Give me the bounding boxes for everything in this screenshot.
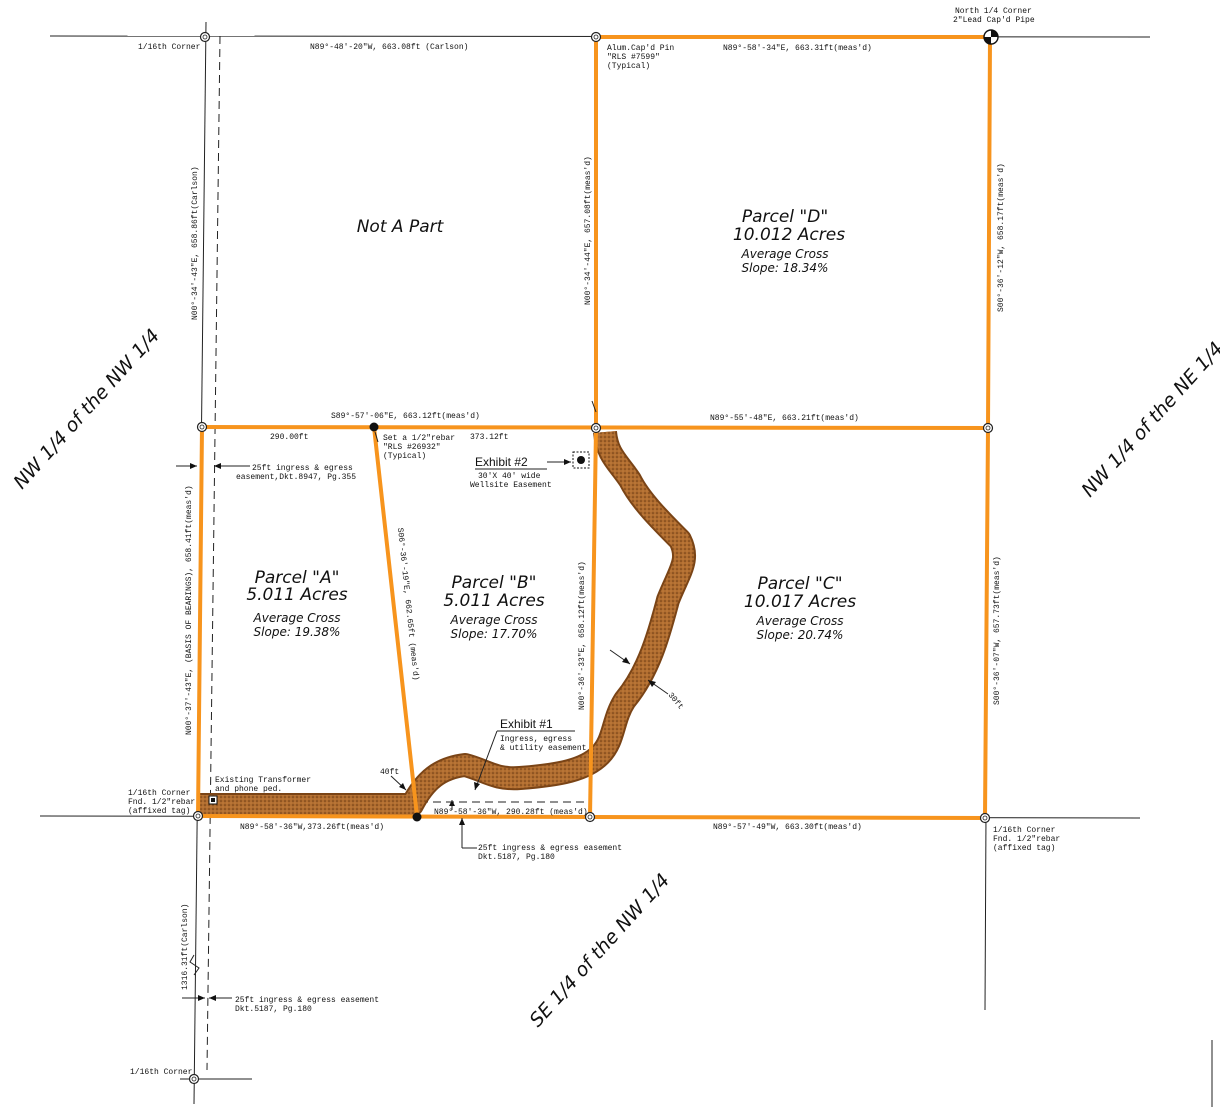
easement-west-1: 25ft ingress & egress [252,464,353,473]
bearing-top-right: N89°-58'-34"E, 663.31ft(meas'd) [723,44,872,53]
access-road-easement [198,430,696,817]
transformer-line-2: and phone ped. [215,785,282,794]
parcel-a-acres: 5.011 Acres [246,585,347,605]
transformer-line-1: Existing Transformer [215,776,311,785]
exhibit1-line-2: & utility easement [500,744,586,753]
parcel-c-acres: 10.017 Acres [744,592,856,612]
easement-labels: 25ft ingress & egress easement,Dkt.8947,… [215,455,685,1014]
bearing-center-lower: N00°-36'-33"E, 658.12ft(meas'd) [578,561,587,710]
bearing-bottom-left: N89°-58'-36"W,373.26ft(meas'd) [240,823,384,832]
bearing-mid-seg-a: 290.00ft [270,433,308,442]
label-alum-cap-3: (Typical) [607,62,650,71]
monument-south-center [584,811,596,823]
wellsite-marker [572,451,590,469]
monument-sw-sixteenth [192,810,204,822]
exhibit1-title: Exhibit #1 [500,717,553,731]
label-bottom-sixteenth: 1/16th Corner [130,1068,193,1077]
monument-bottom-sixteenth [188,1073,200,1085]
bearing-left-lower: N00°-37'-43"E, (BASIS OF BEARINGS), 658.… [185,485,194,735]
monument-north-quarter [983,29,999,45]
exhibit2-title: Exhibit #2 [475,455,528,469]
label-rebar-set-1: Set a 1/2"rebar [383,434,455,443]
parcel-d-slope-2: Slope: 18.34% [742,261,829,275]
monument-mid-center [590,422,602,434]
line-break-mark [189,954,200,976]
quarter-west: NW 1/4 of the NW 1/4 [9,325,164,493]
easement-south-2: Dkt.5187, Pg.180 [478,853,555,862]
monument-mid-east [982,422,994,434]
rebar-set-ab [369,422,379,432]
bearing-mid-seg-b: 373.12ft [470,433,508,442]
reference-lines [39,21,1213,1107]
not-a-part-label: Not A Part [357,217,445,237]
corner-labels: 1/16th Corner North 1/4 Corner 2"Lead Ca… [128,7,1060,1077]
label-sw-sixteenth-2: Fnd. 1/2"rebar [128,798,195,807]
monument-alum-cap [590,31,602,43]
label-north-quarter-2: 2"Lead Cap'd Pipe [953,16,1035,25]
bearing-mid-right: N89°-55'-48"E, 663.21ft(meas'd) [710,414,859,423]
leaders [176,400,669,1001]
transformer-marker [208,795,218,805]
parcel-b-slope-1: Average Cross [450,613,538,627]
parcel-d-slope-1: Average Cross [741,247,829,261]
bearing-mid-left: S89°-57'-06"E, 663.12ft(meas'd) [331,412,480,421]
monument-mid-west [196,421,208,433]
exhibit2-line-2: Wellsite Easement [470,481,552,490]
easement-bottom-1: 25ft ingress & egress easement [235,996,379,1005]
label-north-quarter-1: North 1/4 Corner [955,7,1032,16]
bearing-bottom-right: N89°-57'-49"W, 663.30ft(meas'd) [713,823,862,832]
easement-width-30: 30ft [666,691,685,711]
easement-south-1: 25ft ingress & egress easement [478,844,622,853]
bearing-right-lower: S00°-36'-07"W, 657.73ft(meas'd) [993,556,1002,705]
label-alum-cap-2: "RLS #7599" [607,53,660,62]
quarter-east: NW 1/4 of the NE 1/4 [1077,338,1220,501]
bearing-center-upper: N00°-34'-44"E, 657.08ft(meas'd) [584,156,593,305]
label-nw-sixteenth: 1/16th Corner [138,43,201,52]
label-rebar-set-3: (Typical) [383,452,426,461]
label-se-sixteenth-1: 1/16th Corner [993,826,1056,835]
exhibit1-line-1: Ingress, egress [500,735,572,744]
monument-se-sixteenth [979,812,991,824]
easement-width-40: 40ft [380,768,399,777]
rebar-set-south [412,812,422,822]
parcel-d-acres: 10.012 Acres [733,225,845,245]
label-sw-sixteenth-3: (affixed tag) [128,807,190,816]
bearing-bottom-mid: N89°-58'-36"W, 290.28ft (meas'd) [434,808,588,817]
bearing-top-left: N89°-48'-20"W, 663.08ft (Carlson) [310,43,468,52]
bearing-labels: N89°-48'-20"W, 663.08ft (Carlson) N89°-5… [240,43,872,832]
label-sw-sixteenth-1: 1/16th Corner [128,789,191,798]
parcel-a-slope-1: Average Cross [253,611,341,625]
bearing-south-dist: 1316.31ft(Carlson) [181,904,190,990]
parcel-b-slope-2: Slope: 17.70% [451,627,538,641]
parcel-d-name: Parcel "D" [742,207,828,227]
label-rebar-set-2: "RLS #26932" [383,443,441,452]
parcel-c-slope-2: Slope: 20.74% [757,628,844,642]
parcel-a-slope-2: Slope: 19.38% [254,625,341,639]
parcel-c-name: Parcel "C" [757,574,842,594]
easement-west-2: easement,Dkt.8947, Pg.355 [236,473,356,482]
easement-bottom-2: Dkt.5187, Pg.180 [235,1005,312,1014]
survey-monuments [188,29,999,1085]
bearing-right-upper: S00°-36'-12"W, 658.17ft(meas'd) [997,163,1006,312]
label-alum-cap-1: Alum.Cap'd Pin [607,44,674,53]
parcel-a-name: Parcel "A" [255,568,340,588]
parcel-b-name: Parcel "B" [452,573,537,593]
parcel-labels: Not A Part Parcel "A" 5.011 Acres Averag… [246,207,856,642]
label-se-sixteenth-3: (affixed tag) [993,844,1055,853]
parcel-c-slope-1: Average Cross [756,614,844,628]
exhibit2-line-1: 30'X 40' wide [478,472,541,481]
quarter-south: SE 1/4 of the NW 1/4 [525,870,674,1032]
bearing-left-upper: N00°-34'-43"E, 658.86ft(Carlson) [191,166,200,320]
monument-nw-sixteenth [199,31,211,43]
parcel-b-acres: 5.011 Acres [443,591,544,611]
label-se-sixteenth-2: Fnd. 1/2"rebar [993,835,1060,844]
